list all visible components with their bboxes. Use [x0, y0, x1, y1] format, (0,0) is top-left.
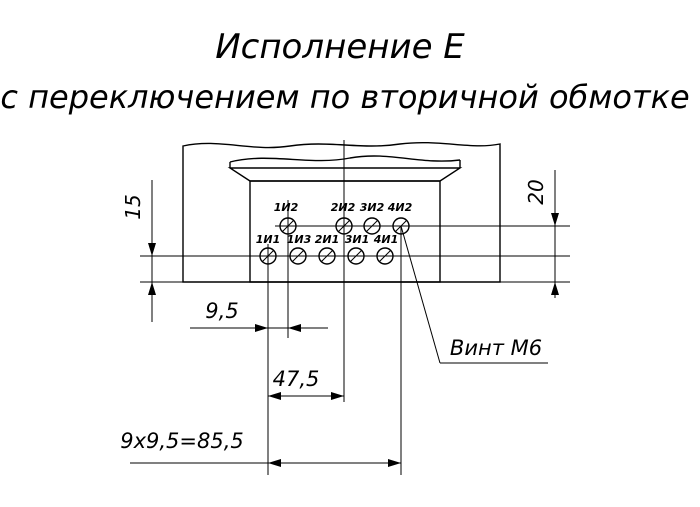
dimension-20: 20 — [524, 170, 559, 298]
dimension-85-5-label: 9х9,5=85,5 — [120, 429, 244, 453]
dimension-15: 15 — [121, 180, 156, 322]
terminal-label: 3И1 — [345, 233, 370, 246]
terminals-top-row: 1И2 2И2 3И2 4И2 — [274, 201, 413, 235]
screw-callout: Винт М6 — [400, 225, 548, 364]
terminals-bottom-row: 1И1 1И3 2И1 3И1 4И1 — [256, 233, 399, 265]
centerlines — [140, 140, 570, 475]
terminal-4I2: 4И2 — [387, 201, 413, 235]
dimension-9-5-label: 9,5 — [205, 299, 238, 323]
terminal-2I1: 2И1 — [315, 233, 340, 265]
title-line-1: Исполнение Е — [215, 27, 465, 67]
terminal-label: 1И2 — [274, 201, 299, 214]
terminal-1I1: 1И1 — [256, 233, 281, 265]
terminal-label: 1И3 — [287, 233, 312, 246]
terminal-label: 4И2 — [387, 201, 413, 214]
terminal-label: 3И2 — [360, 201, 385, 214]
terminal-1I2: 1И2 — [274, 201, 299, 235]
terminal-3I2: 3И2 — [360, 201, 385, 235]
dimension-85-5: 9х9,5=85,5 — [120, 429, 401, 467]
title-line-2: с переключением по вторичной обмотке — [0, 78, 689, 116]
screw-callout-label: Винт М6 — [450, 336, 542, 360]
terminal-label: 4И1 — [373, 233, 399, 246]
terminal-4I1: 4И1 — [373, 233, 399, 265]
dimension-20-label: 20 — [524, 179, 548, 204]
dimension-15-label: 15 — [121, 194, 145, 219]
dimension-9-5: 9,5 — [190, 299, 328, 332]
dimension-47-5-label: 47,5 — [273, 367, 320, 391]
terminal-1I3: 1И3 — [287, 233, 312, 265]
terminal-3I1: 3И1 — [345, 233, 370, 265]
terminal-label: 2И2 — [331, 201, 356, 214]
terminal-label: 1И1 — [256, 233, 281, 246]
terminal-2I2: 2И2 — [331, 201, 356, 235]
dimension-47-5: 47,5 — [268, 367, 344, 400]
terminal-label: 2И1 — [315, 233, 340, 246]
